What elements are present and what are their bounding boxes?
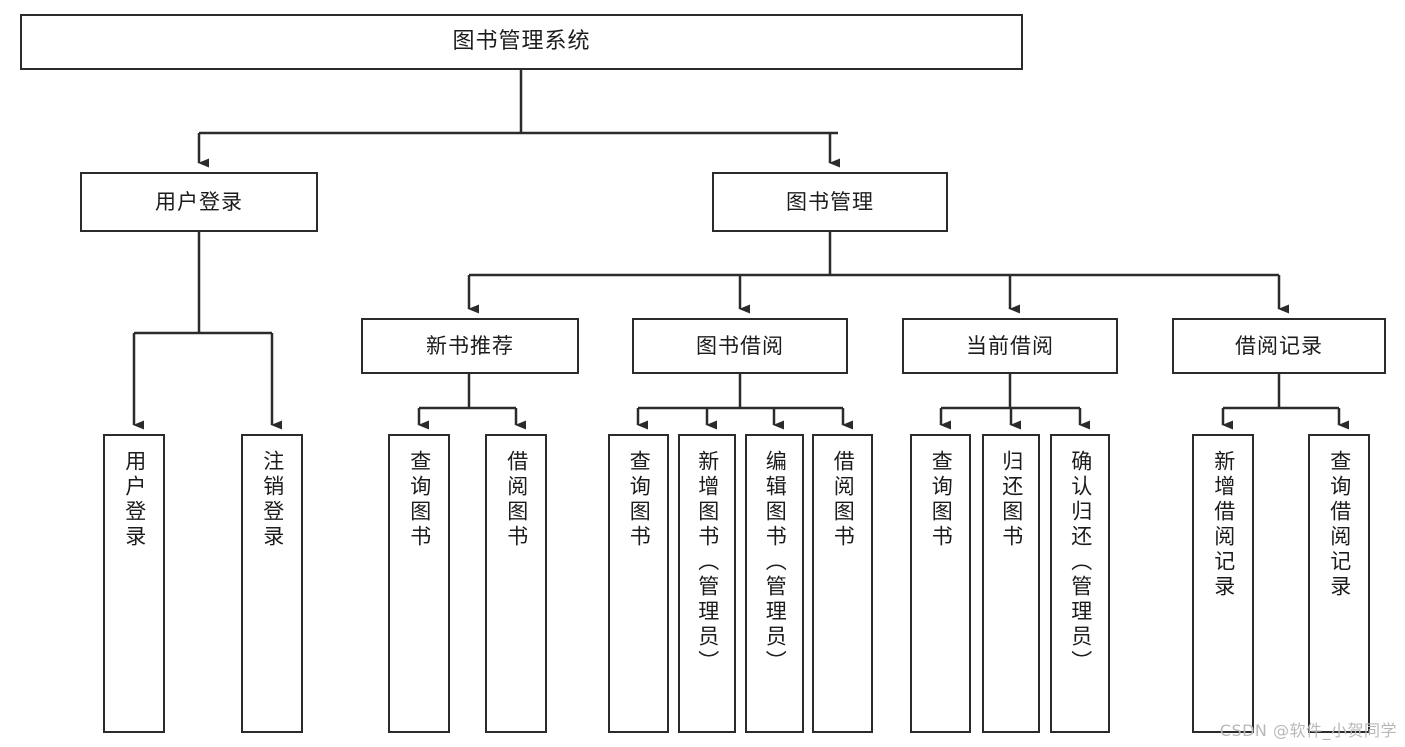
node-root[interactable]: 图书管理系统 [20, 14, 1023, 70]
node-root-label: 图书管理系统 [452, 29, 591, 55]
node-book-borrow[interactable]: 图书借阅 [632, 318, 848, 374]
node-user-login[interactable]: 用户登录 [80, 172, 318, 232]
node-leaf-add-record-label: 新增借阅记录 [1211, 450, 1236, 600]
node-leaf-user-logout-label: 注销登录 [260, 450, 285, 550]
node-leaf-confirm-return[interactable]: 确认归还（管理员） [1050, 434, 1110, 733]
node-leaf-query-book-3[interactable]: 查询图书 [910, 434, 971, 733]
node-leaf-user-login-label: 用户登录 [122, 450, 147, 550]
node-leaf-borrow-book-2-label: 借阅图书 [831, 450, 856, 550]
node-current-borrow-label: 当前借阅 [966, 333, 1054, 358]
node-book-manage-label: 图书管理 [786, 189, 874, 214]
node-new-book-recommend[interactable]: 新书推荐 [361, 318, 579, 374]
node-leaf-query-book-1[interactable]: 查询图书 [388, 434, 450, 733]
node-leaf-confirm-return-label: 确认归还（管理员） [1068, 450, 1093, 675]
node-book-manage[interactable]: 图书管理 [712, 172, 948, 232]
node-leaf-return-book[interactable]: 归还图书 [982, 434, 1040, 733]
node-leaf-borrow-book-1-label: 借阅图书 [504, 450, 529, 550]
node-current-borrow[interactable]: 当前借阅 [902, 318, 1118, 374]
node-leaf-query-book-3-label: 查询图书 [929, 450, 954, 550]
node-user-login-label: 用户登录 [155, 189, 243, 214]
node-leaf-edit-book-label: 编辑图书（管理员） [763, 450, 788, 675]
node-leaf-borrow-book-1[interactable]: 借阅图书 [485, 434, 547, 733]
node-leaf-borrow-book-2[interactable]: 借阅图书 [812, 434, 873, 733]
node-leaf-add-record[interactable]: 新增借阅记录 [1192, 434, 1254, 733]
node-leaf-edit-book[interactable]: 编辑图书（管理员） [745, 434, 804, 733]
node-leaf-query-record[interactable]: 查询借阅记录 [1308, 434, 1370, 733]
watermark: CSDN @软件_小贺同学 [1219, 721, 1397, 740]
node-leaf-add-book[interactable]: 新增图书（管理员） [678, 434, 736, 733]
node-leaf-user-login[interactable]: 用户登录 [103, 434, 165, 733]
node-leaf-query-book-1-label: 查询图书 [407, 450, 432, 550]
node-leaf-query-record-label: 查询借阅记录 [1327, 450, 1352, 600]
node-leaf-query-book-2-label: 查询图书 [627, 450, 652, 550]
node-leaf-query-book-2[interactable]: 查询图书 [608, 434, 669, 733]
node-new-book-recommend-label: 新书推荐 [426, 333, 514, 358]
node-book-borrow-label: 图书借阅 [696, 333, 784, 358]
node-borrow-record[interactable]: 借阅记录 [1172, 318, 1386, 374]
node-leaf-user-logout[interactable]: 注销登录 [241, 434, 303, 733]
node-borrow-record-label: 借阅记录 [1235, 333, 1323, 358]
node-leaf-add-book-label: 新增图书（管理员） [695, 450, 720, 675]
node-leaf-return-book-label: 归还图书 [999, 450, 1024, 550]
